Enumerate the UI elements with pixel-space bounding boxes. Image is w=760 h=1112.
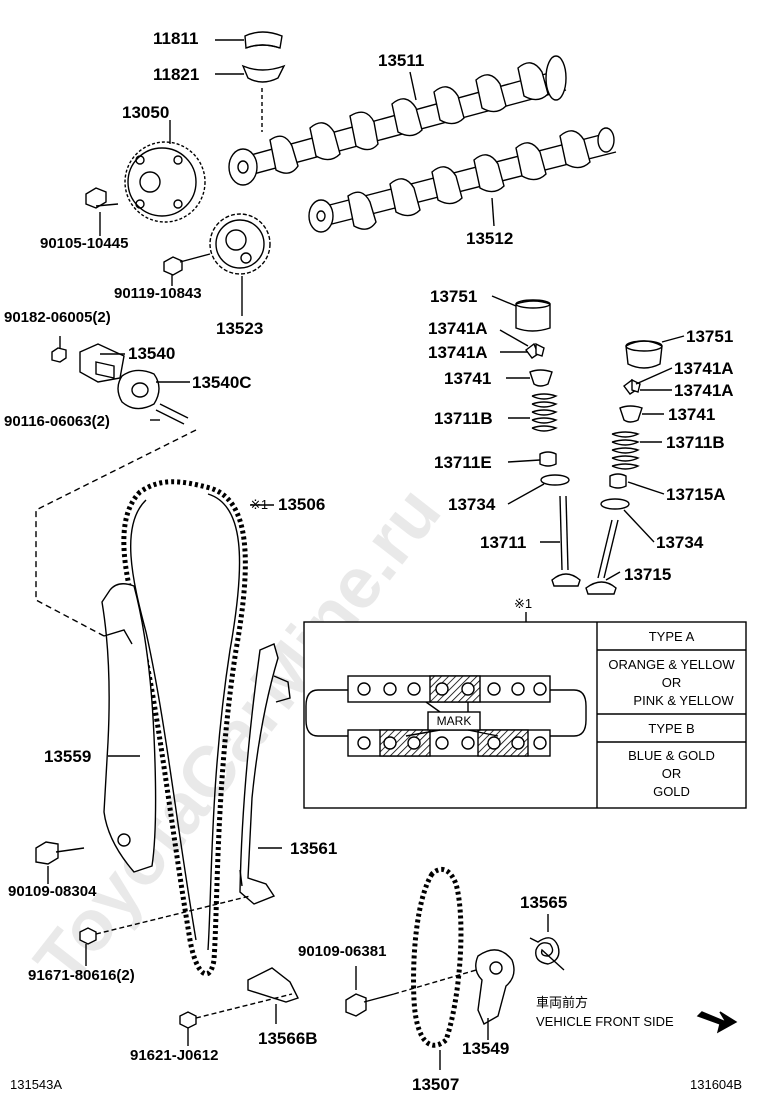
valve-stem-seal-icon <box>609 473 627 489</box>
valve-spring-icon <box>531 393 558 432</box>
type-a-color-2: PINK & YELLOW <box>633 693 734 708</box>
part-label-13540: 13540 <box>128 344 176 363</box>
part-label-13540c: 13540C <box>192 373 252 392</box>
part-label-13741a: 13741A <box>674 359 734 378</box>
part-label-90116-06063: 90116-06063(2) <box>4 413 110 430</box>
chain-damper-icon <box>247 967 299 1003</box>
valve-keeper-icon <box>623 378 641 395</box>
type-b-heading: TYPE B <box>648 721 695 736</box>
part-label-11811: 11811 <box>153 29 199 48</box>
stud-bolt-icon <box>155 403 189 425</box>
timing-chain-icon <box>121 479 248 977</box>
type-b-color-1: BLUE & GOLD <box>628 748 715 763</box>
part-label-13506: 13506 <box>278 495 326 514</box>
bolt-icon <box>35 841 85 865</box>
camshaft-intake-icon <box>308 127 617 233</box>
type-b-color-2: GOLD <box>653 784 690 799</box>
part-label-13711b: 13711B <box>434 409 493 428</box>
valve-icon <box>585 519 619 595</box>
part-label-13741a: 13741A <box>674 381 734 400</box>
mark-label: MARK <box>436 714 472 728</box>
front-direction-arrow-icon <box>696 1011 738 1034</box>
direction-en: VEHICLE FRONT SIDE <box>536 1014 674 1029</box>
valve-keeper-icon <box>525 342 545 359</box>
part-label-13561: 13561 <box>290 839 338 858</box>
bolt-icon <box>85 187 119 209</box>
part-label-13050: 13050 <box>122 103 170 122</box>
part-label-90109-06381: 90109-06381 <box>298 943 387 960</box>
type-a-heading: TYPE A <box>648 629 695 644</box>
spring-icon <box>529 937 565 971</box>
spring-retainer-icon <box>619 405 643 423</box>
part-mark-13506: ※1 <box>250 497 269 512</box>
valve-lifter-icon <box>515 299 551 332</box>
sprocket-icon <box>209 213 271 275</box>
gasket-icon <box>117 369 160 410</box>
diagram-code-right: 131604B <box>690 1077 743 1092</box>
part-label-13511: 13511 <box>378 51 425 70</box>
valve-spring-seat-icon <box>600 498 630 510</box>
part-label-11821: 11821 <box>153 65 200 84</box>
type-a-color-1: ORANGE & YELLOW <box>608 657 735 672</box>
part-label-13741: 13741 <box>444 369 492 388</box>
bolt-icon <box>345 993 395 1017</box>
part-label-90182-06005: 90182-06005(2) <box>4 309 111 326</box>
camshaft-exhaust-icon <box>228 55 567 186</box>
part-label-90119-10843: 90119-10843 <box>114 285 202 302</box>
part-label-13549: 13549 <box>462 1039 510 1058</box>
detail-ref-mark: ※1 <box>514 596 533 611</box>
type-b-or: OR <box>661 766 682 781</box>
chain-slipper-icon <box>239 643 291 905</box>
part-label-13741a: 13741A <box>428 343 488 362</box>
part-label-13512: 13512 <box>466 229 514 248</box>
tensioner-arm-icon <box>475 949 515 1025</box>
valve-icon <box>551 495 581 587</box>
part-label-13751: 13751 <box>686 327 734 346</box>
valve-spring-seat-icon <box>540 474 570 486</box>
part-label-13751: 13751 <box>430 287 478 306</box>
chain-mark-detail-box <box>303 612 747 809</box>
bearing-upper-icon <box>244 31 283 49</box>
oil-pump-chain-icon <box>411 866 464 1048</box>
diagram-code-left: 131543A <box>10 1077 63 1092</box>
part-label-13711e: 13711E <box>434 453 492 472</box>
part-label-13715a: 13715A <box>666 485 726 504</box>
part-label-13734: 13734 <box>448 495 496 514</box>
part-label-13559: 13559 <box>44 747 92 766</box>
chain-guide-icon <box>101 583 157 873</box>
part-label-13566b: 13566B <box>258 1029 318 1048</box>
part-label-13565: 13565 <box>520 893 568 912</box>
bolt-icon <box>163 253 211 276</box>
part-label-13741a: 13741A <box>428 319 488 338</box>
bearing-lower-icon <box>241 64 286 83</box>
valve-spring-icon <box>611 431 640 470</box>
spring-retainer-icon <box>529 369 553 387</box>
bolt-icon <box>79 927 97 945</box>
part-label-13741: 13741 <box>668 405 716 424</box>
type-a-or: OR <box>661 675 682 690</box>
part-label-90105-10445: 90105-10445 <box>40 235 129 252</box>
part-label-13734: 13734 <box>656 533 704 552</box>
part-label-13507: 13507 <box>412 1075 460 1094</box>
vvt-gear-icon <box>124 141 206 223</box>
part-label-13711b: 13711B <box>666 433 725 452</box>
valve-lifter-icon <box>625 340 663 369</box>
chain-tensioner-icon <box>79 343 125 383</box>
nut-icon <box>51 347 67 363</box>
part-label-13523: 13523 <box>216 319 264 338</box>
part-label-91621-j0612: 91621-J0612 <box>130 1047 219 1064</box>
part-label-13715: 13715 <box>624 565 672 584</box>
valve-stem-seal-icon <box>539 451 557 467</box>
part-label-13711: 13711 <box>480 533 527 552</box>
bolt-icon <box>179 1011 197 1029</box>
direction-jp: 車両前方 <box>536 995 589 1010</box>
part-label-91671-80616: 91671-80616(2) <box>28 967 135 984</box>
part-label-90109-08304: 90109-08304 <box>8 883 97 900</box>
